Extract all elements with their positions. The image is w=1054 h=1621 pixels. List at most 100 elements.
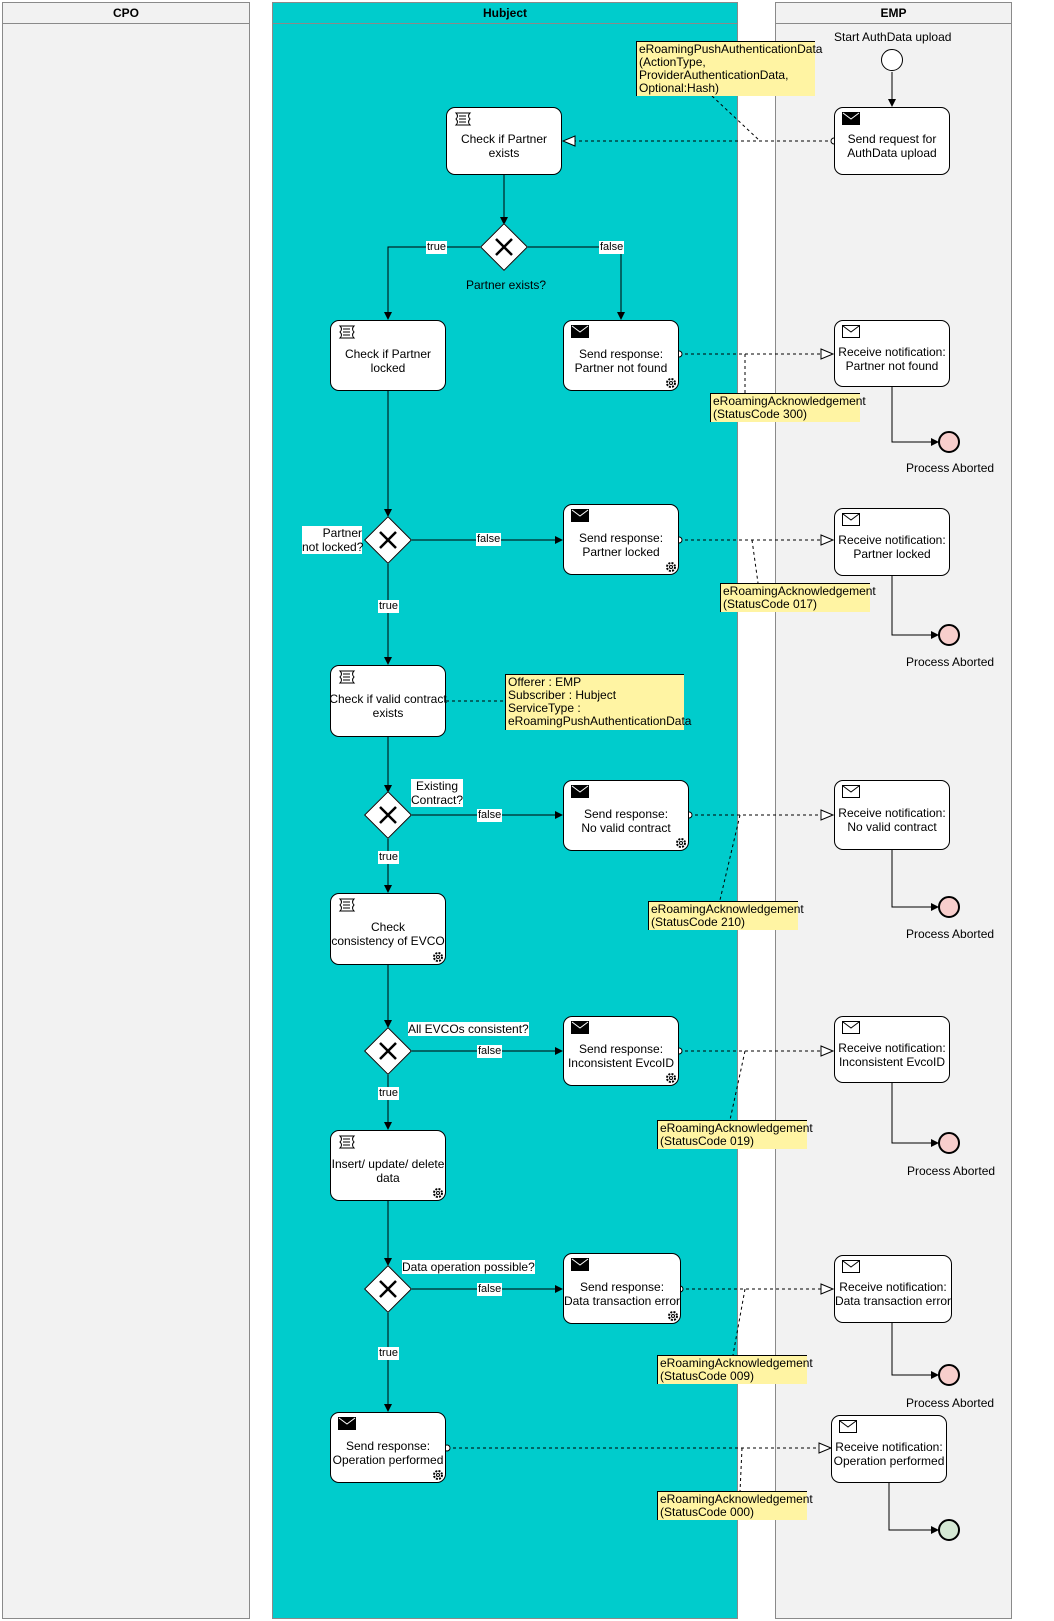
lane-cpo: CPO — [2, 2, 250, 1619]
task-label: Send response: — [583, 806, 669, 821]
task-label: Send response: — [578, 346, 664, 361]
gateway-label-line: Contract? — [411, 793, 464, 807]
ack-note-status: (StatusCode 000) — [660, 1505, 755, 1519]
contract-note-line: eRoamingPushAuthenticationData — [508, 714, 692, 728]
receive-data-error-task[interactable]: Receive notification: Data transaction e… — [834, 1255, 952, 1323]
flow-label-true: true — [378, 1347, 399, 1360]
task-label: Receive notification: — [838, 344, 946, 359]
send-response-not-found-task[interactable]: Send response: Partner not found — [563, 320, 679, 391]
ack-note-009: eRoamingAcknowledgement (StatusCode 009) — [657, 1355, 813, 1384]
envelope-filled-icon — [571, 1258, 589, 1271]
request-note-line: Optional:Hash) — [639, 81, 720, 95]
task-label: Check if Partner — [344, 346, 432, 361]
task-label: Receive notification: — [838, 533, 946, 547]
end-event-label: Process Aborted — [907, 1164, 996, 1178]
task-label: Data transaction error — [834, 1294, 952, 1308]
contract-note-line: Subscriber : Hubject — [508, 688, 617, 702]
task-label: Inconsistent EvcoID — [567, 1056, 675, 1070]
ack-note-status: (StatusCode 017) — [723, 597, 818, 611]
script-icon — [338, 670, 356, 684]
task-label: Receive notification: — [839, 1280, 947, 1294]
ack-note-title: eRoamingAcknowledgement — [660, 1121, 813, 1135]
task-label: exists — [372, 706, 404, 720]
task-label: Check — [370, 920, 405, 934]
task-label: Partner locked — [582, 544, 660, 559]
task-label: data — [376, 1170, 400, 1185]
check-evco-task[interactable]: Check consistency of EVCO — [330, 893, 446, 965]
task-label: consistency of EVCO — [331, 934, 445, 948]
send-response-data-error-task[interactable]: Send response: Data transaction error — [563, 1253, 681, 1324]
send-response-locked-task[interactable]: Send response: Partner locked — [563, 504, 679, 575]
envelope-outline-icon — [842, 325, 860, 338]
gear-icon — [666, 562, 676, 572]
flow-label-false: false — [477, 1045, 503, 1058]
ack-note-210: eRoamingAcknowledgement (StatusCode 210) — [648, 901, 804, 930]
receive-locked-task[interactable]: Receive notification: Partner locked — [834, 508, 950, 576]
contract-note-line: ServiceType : — [508, 701, 581, 715]
ack-note-title: eRoamingAcknowledgement — [723, 584, 876, 598]
gear-icon — [666, 378, 676, 388]
data-operation-task[interactable]: Insert/ update/ delete data — [330, 1130, 446, 1201]
end-event-label: Process Aborted — [906, 1396, 995, 1410]
partner-exists-label: Partner exists? — [466, 278, 547, 292]
task-label: Receive notification: — [835, 1440, 943, 1454]
check-partner-task[interactable]: Check if Partner exists — [446, 107, 562, 175]
receive-no-contract-task[interactable]: Receive notification: No valid contract — [834, 780, 950, 850]
task-label: Send request for — [847, 132, 937, 146]
ack-note-status: (StatusCode 300) — [713, 407, 808, 421]
emp-send-request-task[interactable]: Send request for AuthData upload — [834, 107, 950, 175]
task-label: Receive notification: — [838, 806, 946, 820]
ack-note-019: eRoamingAcknowledgement (StatusCode 019) — [657, 1120, 813, 1149]
envelope-outline-icon — [842, 785, 860, 798]
flow-label-true: true — [378, 600, 399, 613]
task-label: Send response: — [578, 530, 664, 545]
send-response-no-contract-task[interactable]: Send response: No valid contract — [563, 780, 689, 851]
ack-note-status: (StatusCode 210) — [651, 915, 746, 929]
end-event-aborted — [938, 1132, 960, 1154]
check-contract-task[interactable]: Check if valid contract exists — [329, 665, 447, 737]
task-label: Partner not found — [574, 360, 668, 375]
envelope-filled-icon — [338, 1417, 356, 1430]
envelope-filled-icon — [571, 509, 589, 522]
envelope-outline-icon — [842, 513, 860, 526]
task-label: exists — [488, 146, 520, 160]
task-label: Operation performed — [833, 1454, 945, 1468]
exclusive-x-icon — [364, 1265, 412, 1313]
partner-not-locked-label: Partner not locked? — [302, 526, 363, 554]
task-label: Partner not found — [845, 358, 939, 373]
end-event-label: Process Aborted — [906, 655, 995, 669]
ack-note-017: eRoamingAcknowledgement (StatusCode 017) — [720, 583, 876, 612]
flow-label-false: false — [477, 1283, 503, 1296]
gear-icon — [433, 952, 443, 962]
task-label: Send response: — [579, 1279, 665, 1294]
request-note-line: eRoamingPushAuthenticationData — [639, 42, 823, 56]
envelope-outline-icon — [839, 1420, 857, 1433]
envelope-filled-icon — [842, 112, 860, 125]
gear-icon — [433, 1188, 443, 1198]
end-event-aborted — [938, 431, 960, 453]
receive-inconsistent-task[interactable]: Receive notification: Inconsistent EvcoI… — [834, 1016, 950, 1083]
ack-note-title: eRoamingAcknowledgement — [713, 394, 866, 408]
ack-note-title: eRoamingAcknowledgement — [660, 1492, 813, 1506]
receive-performed-task[interactable]: Receive notification: Operation performe… — [831, 1415, 947, 1483]
end-event-success — [938, 1519, 960, 1541]
task-label: Send response: — [345, 1438, 431, 1453]
send-response-performed-task[interactable]: Send response: Operation performed — [330, 1412, 446, 1483]
send-response-inconsistent-task[interactable]: Send response: Inconsistent EvcoID — [563, 1016, 679, 1086]
script-icon — [338, 325, 356, 339]
exclusive-x-icon — [364, 1027, 412, 1075]
task-label: Receive notification: — [838, 1040, 946, 1055]
end-event-aborted — [938, 624, 960, 646]
task-label: No valid contract — [847, 820, 937, 834]
request-note-line: (ActionType, — [639, 55, 706, 69]
receive-not-found-task[interactable]: Receive notification: Partner not found — [834, 320, 950, 387]
check-locked-task[interactable]: Check if Partner locked — [330, 320, 446, 391]
exclusive-x-icon — [480, 223, 528, 271]
ack-note-status: (StatusCode 009) — [660, 1369, 755, 1383]
task-label: Check if valid contract — [329, 692, 447, 706]
ack-note-title: eRoamingAcknowledgement — [651, 902, 804, 916]
envelope-filled-icon — [571, 325, 589, 338]
start-event-label: Start AuthData upload — [834, 30, 952, 44]
end-event-label: Process Aborted — [906, 461, 995, 475]
end-event-label: Process Aborted — [906, 927, 995, 941]
